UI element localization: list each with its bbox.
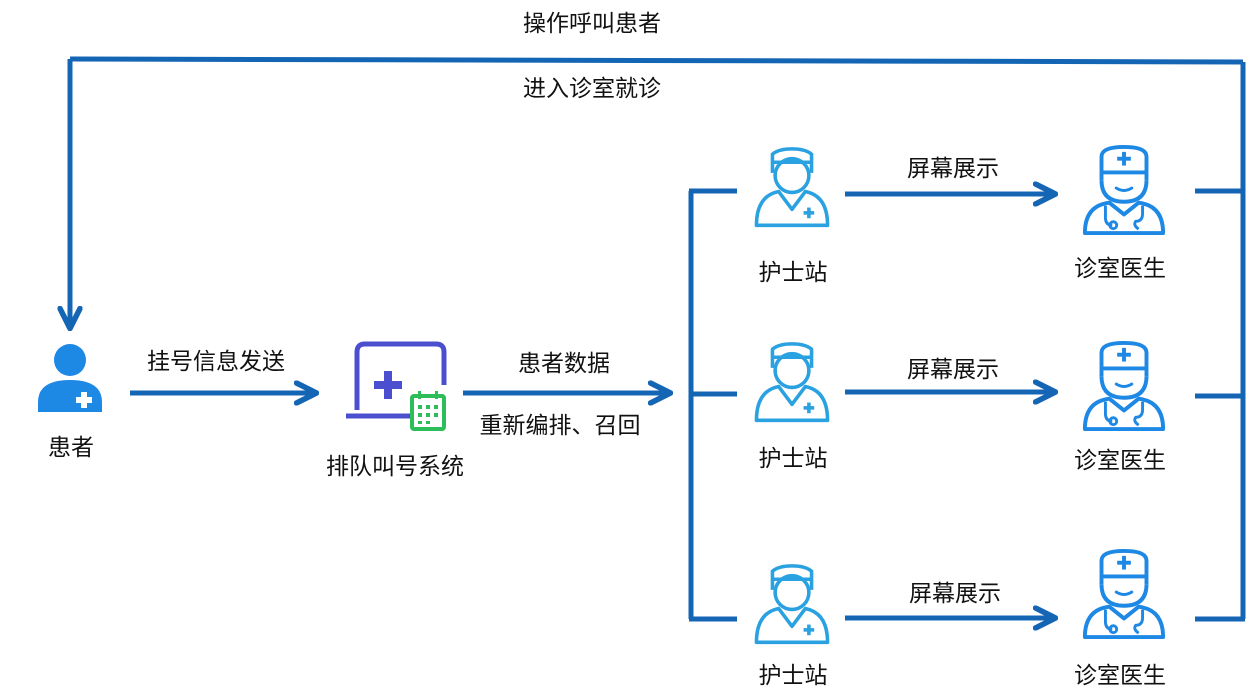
enter-clinic-label: 进入诊室就诊 [523, 76, 661, 102]
queue-system-icon [346, 341, 447, 431]
queue-system-label: 排队叫号系统 [326, 454, 464, 480]
clinic-doctor-label: 诊室医生 [1074, 448, 1166, 474]
patient-data-label: 患者数据 [518, 351, 610, 377]
reorder-recall-label: 重新编排、召回 [480, 413, 641, 439]
nurse-branch-bracket [688, 188, 737, 622]
doctor-icon [1082, 340, 1166, 432]
screen-display-label: 屏幕展示 [909, 581, 1001, 607]
register-info-label: 挂号信息发送 [147, 349, 285, 375]
clinic-doctor-label: 诊室医生 [1074, 256, 1166, 282]
patient-icon [38, 344, 102, 412]
station-row: 护士站 屏幕展示 诊室医生 [754, 144, 1245, 286]
station-row: 护士站 屏幕展示 诊室医生 [754, 340, 1245, 474]
nurse-station-label: 护士站 [759, 446, 828, 472]
patient-label: 患者 [48, 435, 94, 461]
call-patient-label: 操作呼叫患者 [523, 11, 661, 37]
nurse-icon [754, 147, 830, 228]
nurse-icon [754, 564, 830, 645]
station-row: 护士站 屏幕展示 诊室医生 [754, 548, 1245, 689]
screen-display-label: 屏幕展示 [907, 357, 999, 383]
screen-display-label: 屏幕展示 [907, 156, 999, 182]
nurse-station-label: 护士站 [759, 663, 828, 689]
nurse-station-label: 护士站 [759, 260, 828, 286]
doctor-icon [1082, 144, 1166, 236]
doctor-icon [1082, 548, 1166, 640]
clinic-doctor-label: 诊室医生 [1074, 663, 1166, 689]
top-loop-connector [70, 56, 1246, 619]
nurse-icon [754, 342, 830, 423]
